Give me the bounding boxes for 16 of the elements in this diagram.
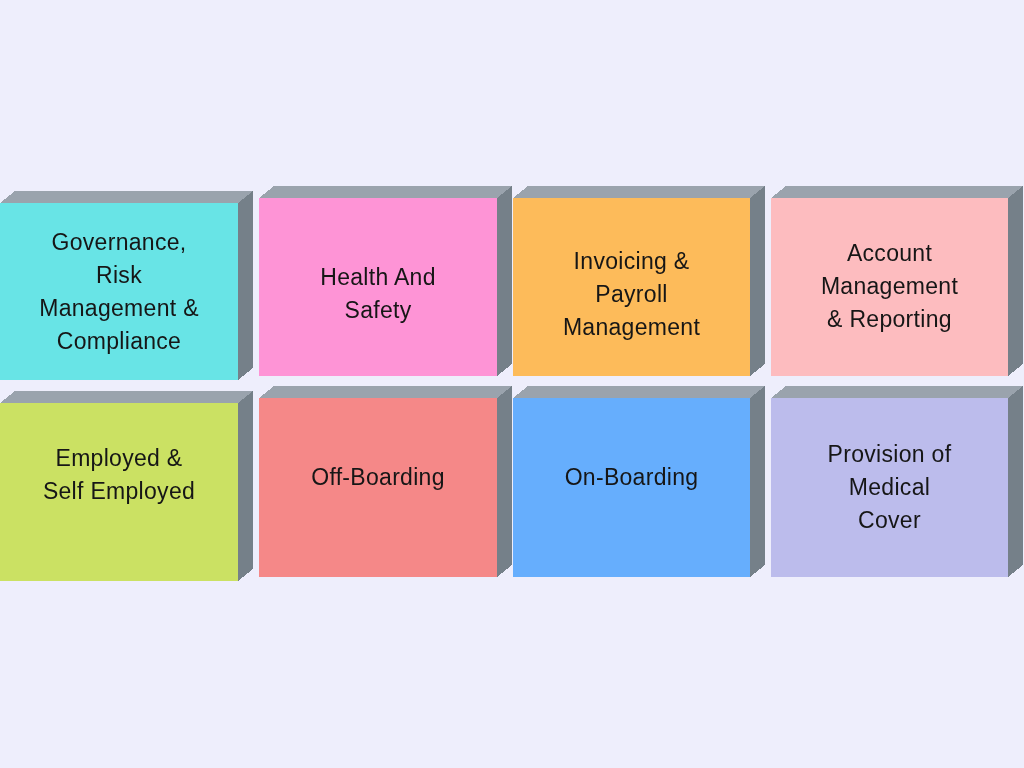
cube-block bbox=[0, 391, 253, 581]
cube-block bbox=[259, 186, 512, 376]
box-label: Governance, Risk Management & Compliance bbox=[38, 227, 200, 356]
box-label: Health And Safety bbox=[319, 263, 437, 325]
cube-block bbox=[0, 191, 253, 380]
box-label: Invoicing & Payroll Management bbox=[561, 246, 702, 342]
cube-block bbox=[513, 386, 765, 577]
box-label: Employed & Self Employed bbox=[41, 444, 197, 506]
cube-block bbox=[513, 186, 765, 376]
box-label: Account Management & Reporting bbox=[819, 238, 960, 334]
cube-block bbox=[771, 386, 1023, 577]
box-label: Provision of Medical Cover bbox=[826, 440, 953, 535]
cube-block bbox=[259, 386, 512, 577]
box-label: Off-Boarding bbox=[311, 463, 445, 492]
cube-block bbox=[771, 186, 1023, 376]
box-label: On-Boarding bbox=[564, 463, 699, 492]
